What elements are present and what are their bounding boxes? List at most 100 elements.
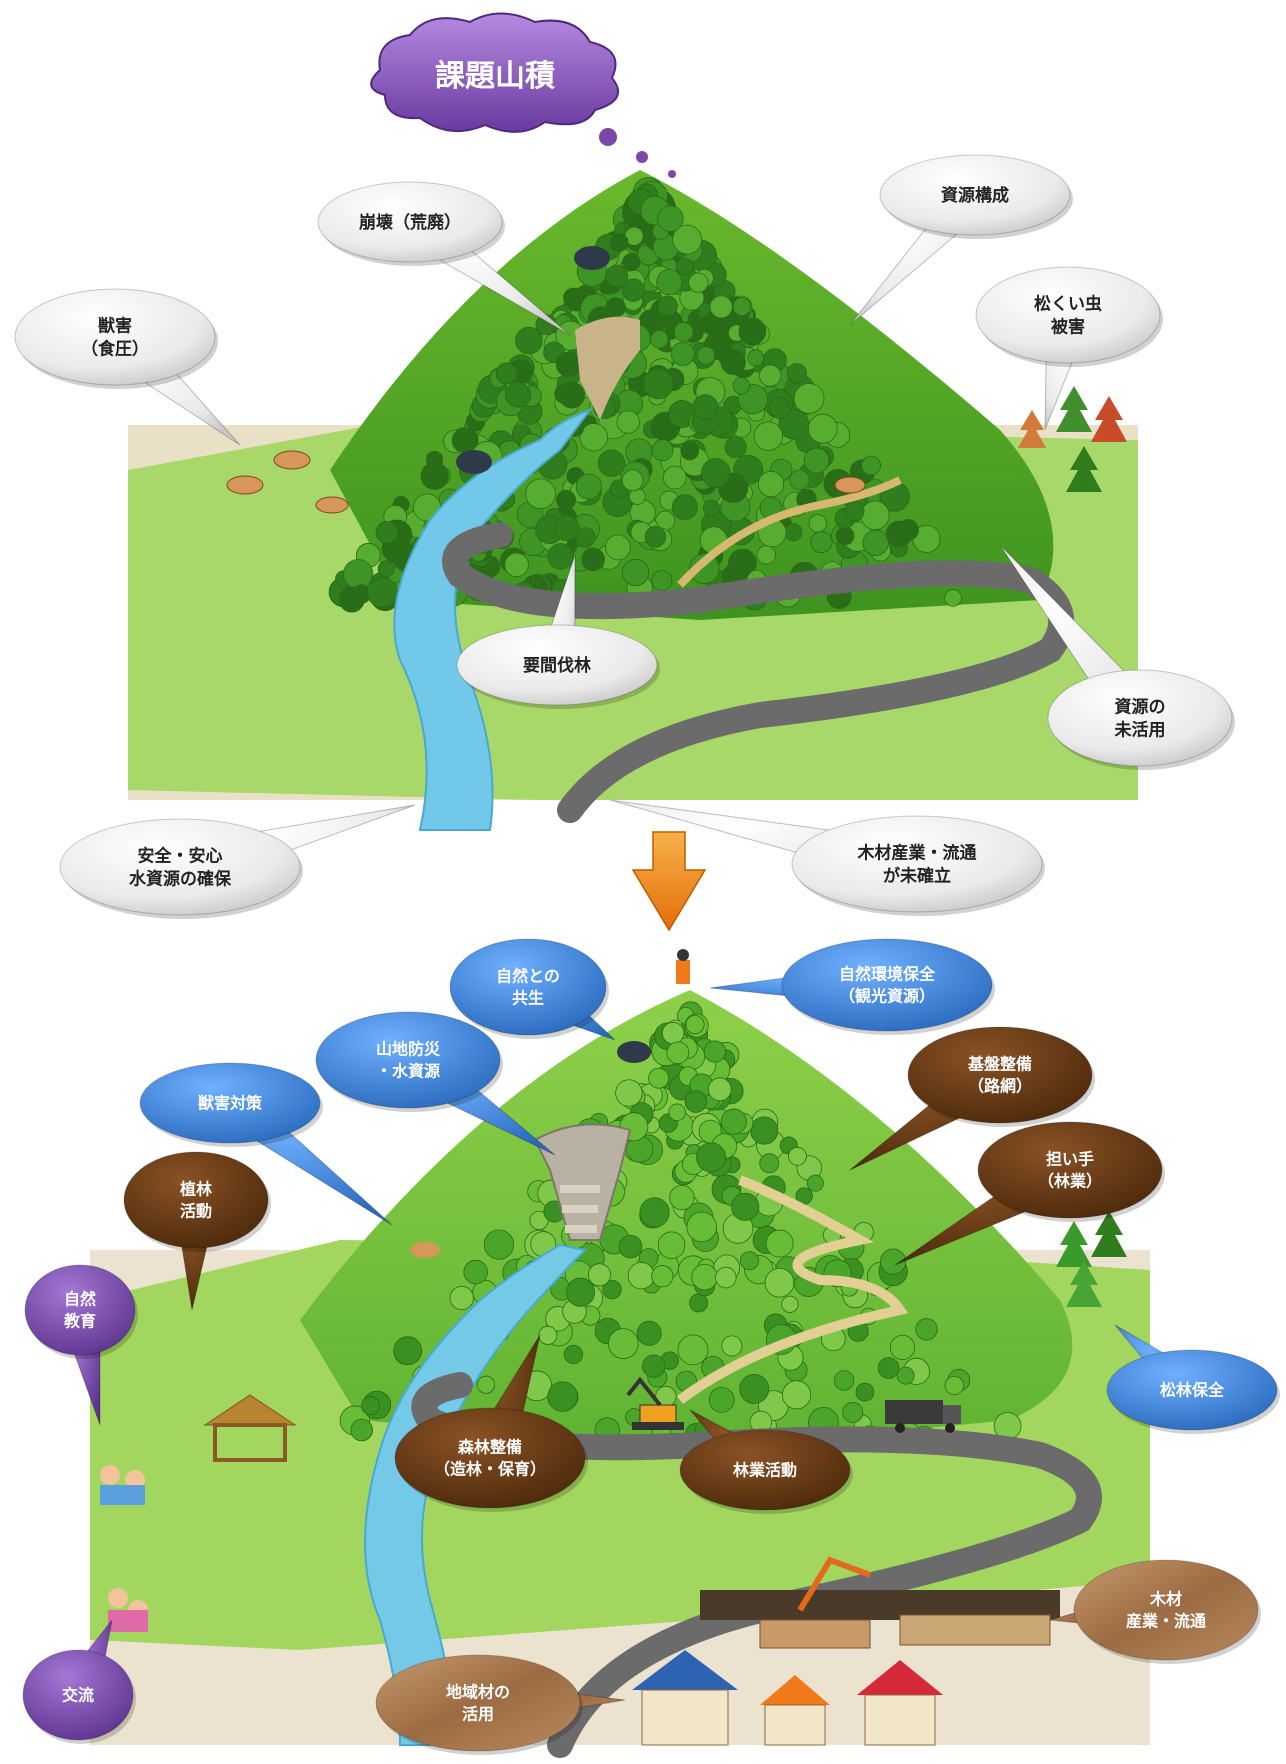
tree-icon bbox=[661, 1021, 685, 1045]
bubble-forest-maintenance: 森林整備（造林・保育） bbox=[394, 1334, 588, 1512]
bubble-label: 林業活動 bbox=[733, 1461, 797, 1480]
tree-icon bbox=[753, 421, 783, 451]
bubble-body bbox=[781, 938, 993, 1032]
tree-icon bbox=[643, 368, 674, 400]
tree-icon bbox=[636, 1320, 662, 1346]
tree-icon bbox=[558, 381, 586, 409]
tree-icon bbox=[605, 297, 626, 318]
tree-icon bbox=[602, 1279, 622, 1300]
tree-icon bbox=[808, 514, 827, 533]
bubble-label: 産業・流通 bbox=[1126, 1612, 1206, 1631]
bubble-pine-conservation: 松林保全 bbox=[1106, 1324, 1280, 1434]
tree-icon bbox=[677, 1334, 709, 1366]
tree-icon bbox=[621, 558, 650, 587]
tree-icon bbox=[375, 521, 399, 544]
tree-icon bbox=[393, 1336, 423, 1366]
bubble-label: 資源の bbox=[1115, 696, 1166, 717]
damaged-pines bbox=[1018, 386, 1127, 492]
tree-icon bbox=[621, 278, 646, 302]
mountain-trees-bottom bbox=[339, 1001, 1022, 1454]
bubble-body bbox=[375, 1654, 581, 1752]
tree-icon bbox=[759, 364, 782, 387]
rest-hut-icon bbox=[203, 1394, 297, 1462]
tree-icon bbox=[618, 1234, 643, 1259]
tree-icon bbox=[504, 552, 529, 578]
tree-icon bbox=[566, 1277, 596, 1307]
bubble-body bbox=[975, 266, 1161, 364]
bubble-env-conservation: 自然環境保全（観光資源） bbox=[709, 938, 995, 1035]
path-top bbox=[677, 476, 902, 588]
bubble-body bbox=[1106, 1349, 1278, 1431]
tree-icon bbox=[610, 233, 629, 252]
bubble-label: 水資源の確保 bbox=[129, 868, 232, 889]
tree-icon bbox=[680, 441, 700, 461]
tree-icon bbox=[756, 545, 776, 565]
tree-icon bbox=[759, 1153, 780, 1174]
tree-icon bbox=[668, 1103, 686, 1122]
bubble-label: （路網） bbox=[968, 1077, 1032, 1096]
bubble-label: 資源構成 bbox=[941, 185, 1009, 206]
tree-icon bbox=[495, 362, 518, 385]
tree-icon bbox=[915, 1318, 938, 1341]
tree-icon bbox=[833, 1370, 855, 1391]
tree-icon bbox=[692, 394, 719, 421]
tree-icon bbox=[657, 205, 684, 232]
bubble-label: 松林保全 bbox=[1160, 1381, 1225, 1400]
bubble-label: 獣害対策 bbox=[198, 1094, 263, 1113]
tree-icon bbox=[538, 1325, 558, 1345]
tree-icon bbox=[563, 1344, 584, 1365]
bubble-body bbox=[977, 1121, 1163, 1219]
tree-icon bbox=[657, 1231, 686, 1259]
work-road bbox=[677, 1175, 909, 1405]
bubble-body bbox=[317, 181, 503, 263]
tree-icon bbox=[696, 1142, 726, 1173]
bubble-label: （林業） bbox=[1038, 1172, 1102, 1191]
truck-icon bbox=[885, 1400, 961, 1433]
tree-icon bbox=[709, 295, 733, 319]
tree-icon bbox=[563, 287, 584, 309]
bubble-body bbox=[449, 938, 607, 1036]
tree-icon bbox=[702, 499, 720, 517]
tree-icon bbox=[650, 329, 669, 349]
tree-icon bbox=[688, 272, 709, 293]
tree-icon bbox=[739, 1251, 759, 1271]
bubble-label: 崩壊（荒廃） bbox=[359, 212, 461, 233]
tree-icon bbox=[627, 1262, 655, 1290]
bubble-body bbox=[123, 1151, 269, 1249]
bubble-label: 松くい虫 bbox=[1034, 293, 1102, 314]
tree-icon bbox=[669, 1184, 695, 1211]
bubble-workers: 担い手（林業） bbox=[894, 1121, 1165, 1266]
tree-icon bbox=[703, 1040, 726, 1063]
bubble-label: 木材 bbox=[1149, 1590, 1182, 1609]
tree-icon bbox=[361, 1396, 381, 1416]
tree-icon bbox=[556, 490, 577, 511]
bubble-body bbox=[14, 288, 216, 386]
bubble-collapse: 崩壊（荒廃） bbox=[317, 181, 571, 336]
tree-icon bbox=[685, 1015, 705, 1035]
tree-icon bbox=[648, 1067, 670, 1089]
tree-icon bbox=[615, 1079, 643, 1107]
tree-icon bbox=[724, 436, 747, 459]
deer-icon-bottom bbox=[410, 1242, 440, 1258]
bubble-label: 未活用 bbox=[1114, 719, 1166, 740]
tree-icon bbox=[768, 397, 791, 419]
tree-icon bbox=[701, 458, 731, 488]
tree-icon bbox=[673, 321, 694, 342]
tree-icon bbox=[689, 1293, 709, 1313]
bubble-label: 自然 bbox=[64, 1290, 96, 1309]
tree-icon bbox=[803, 447, 830, 474]
bubble-infrastructure: 基盤整備（路網） bbox=[849, 1026, 1095, 1171]
bubble-body bbox=[24, 1264, 136, 1356]
tree-icon bbox=[651, 439, 674, 462]
tree-icon bbox=[605, 534, 631, 561]
tree-icon bbox=[547, 543, 574, 570]
tree-icon bbox=[587, 1263, 611, 1287]
